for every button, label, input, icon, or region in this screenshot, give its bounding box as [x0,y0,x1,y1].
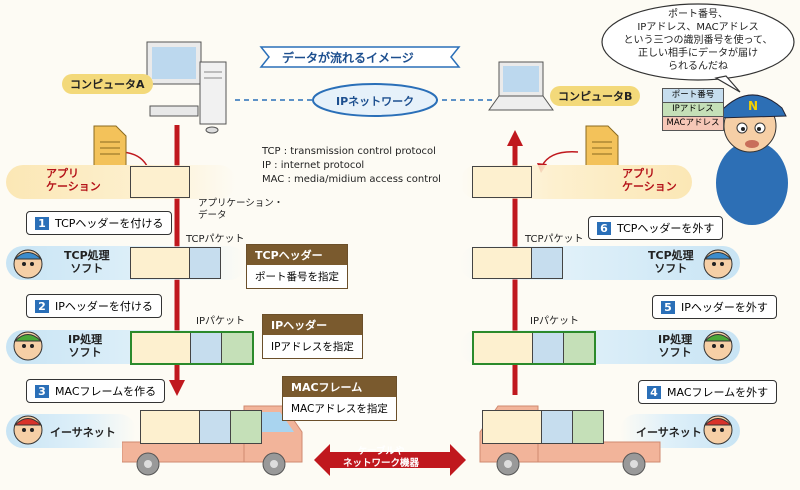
ip-soft-label-right: IP処理 ソフト [658,333,692,359]
step-1-text: TCPヘッダーを付ける [55,217,164,230]
network-label: IPネットワーク [336,95,415,108]
mac-frame-a [140,410,262,444]
cable-label: ケーブルや ネットワーク機器 [343,446,419,470]
speech-bubble-shape [601,3,795,93]
document-a-icon [93,125,127,169]
app-label-line-2: ケーション [46,180,101,193]
step-5-text: IPヘッダーを外す [681,301,768,314]
speech-line: 正しい相手にデータが届け [638,48,758,59]
banner-title: データが流れるイメージ [282,51,414,65]
network-link [235,83,515,117]
ethernet-label-left: イーサネット [50,426,116,439]
step-4-text: MACフレームを外す [667,386,769,399]
tcp-soft-line-2: ソフト [70,262,104,275]
tcp-mascot-right-icon [703,249,733,279]
app-data-line-1: アプリケーション・ [198,198,284,209]
mac-frame-body: MACアドレスを指定 [291,403,388,415]
step-6-number: 6 [597,222,611,235]
app-label-left: アプリ ケーション [46,167,101,193]
step-4-number: 4 [647,386,661,399]
computer-b-icon [488,61,554,111]
ip-packet-label-a: IPパケット [196,316,245,327]
step-3-text: MACフレームを作る [55,385,157,398]
tcp-packet-label-b: TCPパケット [525,234,584,245]
mascot-icon: N [716,94,788,225]
tcp-header-title: TCPヘッダー [247,245,347,265]
app-data-block-a [130,166,190,198]
legend-ip: IPアドレス [663,103,723,117]
ip-soft-line-1: IP処理 [68,333,103,346]
step-1-bubble: 1 TCPヘッダーを付ける [26,211,173,235]
ip-header-title: IPヘッダー [263,315,362,335]
banner-ribbon [259,46,461,68]
step-5-bubble: 5 IPヘッダーを外す [652,295,777,319]
ethernet-mascot-left-icon [13,415,43,445]
step-2-text: IPヘッダーを付ける [55,300,153,313]
tcp-header-body: ポート番号を指定 [255,271,339,283]
app-band-left [6,165,236,199]
mac-frame-box: MACフレーム MACアドレスを指定 [282,376,397,421]
computer-a-label: コンピュータA [62,74,153,94]
tcp-soft-line-2: ソフト [654,262,688,275]
tcp-packet-a [130,247,221,279]
ip-packet-b [472,331,596,365]
tcp-header-box: TCPヘッダー ポート番号を指定 [246,244,348,289]
document-b-icon [585,125,619,169]
step-2-bubble: 2 IPヘッダーを付ける [26,294,162,318]
id-legend: ポート番号 IPアドレス MACアドレス [662,88,724,131]
speech-line: られるんだね [668,61,728,72]
tcp-soft-line-1: TCP処理 [64,249,110,262]
ip-soft-line-2: ソフト [68,346,102,359]
legend-mac: MACアドレス [663,117,723,130]
ip-packet-label-b: IPパケット [530,316,579,327]
speech-line: ポート番号、 [668,9,728,20]
protocol-tcp: TCP : transmission control protocol [262,146,436,157]
ip-header-box: IPヘッダー IPアドレスを指定 [262,314,363,359]
tcp-soft-label-right: TCP処理 ソフト [648,249,694,275]
ethernet-label-right: イーサネット [636,426,702,439]
ip-mascot-left-icon [13,331,43,361]
step-1-number: 1 [35,217,49,230]
svg-text:N: N [748,99,758,113]
step-4-bubble: 4 MACフレームを外す [638,380,778,404]
app-data-line-2: データ [198,210,227,221]
app-data-block-b [472,166,532,198]
tcp-mascot-left-icon [13,249,43,279]
step-2-number: 2 [35,300,49,313]
protocol-ip: IP : internet protocol [262,160,365,171]
app-label-right: アプリ ケーション [622,167,677,193]
mac-frame-b [482,410,604,444]
computer-b-label: コンピュータB [550,86,641,106]
protocol-mac: MAC : media/midium access control [262,174,441,185]
tcp-packet-b [472,247,563,279]
legend-port: ポート番号 [663,89,723,103]
step-5-number: 5 [661,301,675,314]
speech-line: IPアドレス、MACアドレス [637,22,759,33]
ip-mascot-right-icon [703,331,733,361]
speech-text: ポート番号、 IPアドレス、MACアドレス という三つの識別番号を使って、 正し… [612,8,784,73]
ethernet-mascot-right-icon [703,415,733,445]
tcp-soft-label-left: TCP処理 ソフト [64,249,110,275]
speech-line: という三つの識別番号を使って、 [623,35,773,46]
mac-frame-title: MACフレーム [283,377,396,397]
cable-line-1: ケーブルや [357,446,405,457]
app-label-line-1: アプリ [46,167,79,180]
step-3-number: 3 [35,385,49,398]
ip-soft-line-1: IP処理 [658,333,693,346]
ip-soft-label-left: IP処理 ソフト [68,333,102,359]
tcp-soft-line-1: TCP処理 [648,249,694,262]
ip-packet-a [130,331,254,365]
ip-soft-line-2: ソフト [658,346,692,359]
step-3-bubble: 3 MACフレームを作る [26,379,166,403]
app-label-line-2: ケーション [622,180,677,193]
tcp-packet-label-a: TCPパケット [186,234,245,245]
app-data-label: アプリケーション・ データ [198,198,283,222]
computer-a-icon [146,41,227,134]
step-6-text: TCPヘッダーを外す [617,222,715,235]
app-label-line-1: アプリ [622,167,655,180]
step-6-bubble: 6 TCPヘッダーを外す [588,216,724,240]
cable-line-2: ネットワーク機器 [343,458,420,469]
ip-header-body: IPアドレスを指定 [271,341,354,353]
